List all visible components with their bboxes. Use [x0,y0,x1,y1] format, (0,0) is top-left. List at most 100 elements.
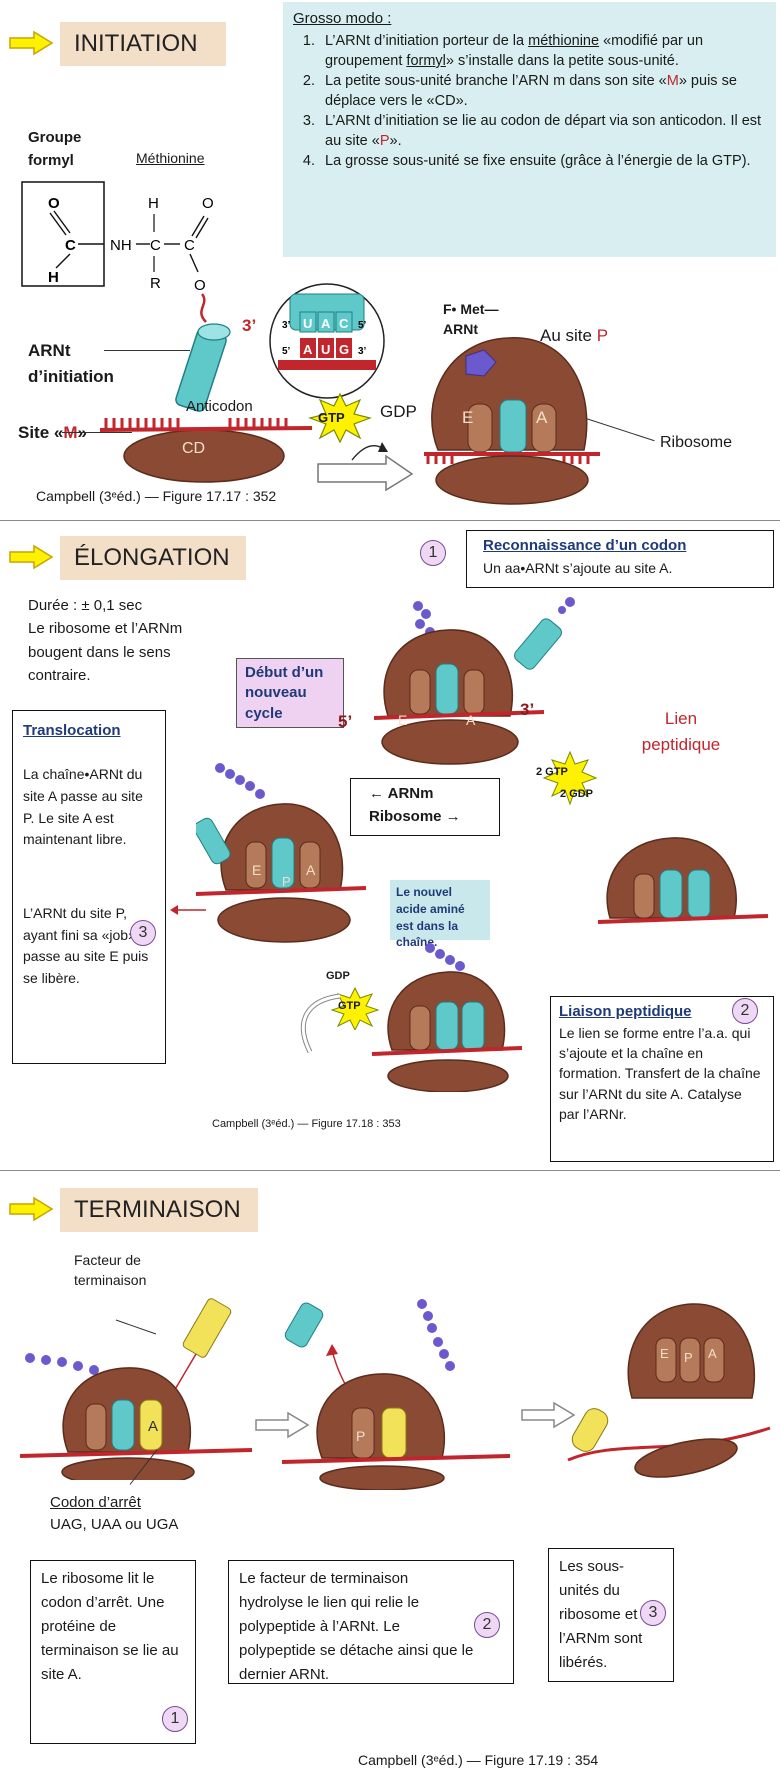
svg-text:A: A [321,316,331,331]
chem-c: C [65,237,76,254]
top-site-e: E [398,712,408,728]
chem-c2: C [150,237,161,254]
chem-o1: O [48,195,60,212]
trna-initiation-icon [175,323,231,412]
liaison-box: Liaison peptidique Le lien se forme entr… [550,996,774,1162]
chem-o2: O [202,195,214,212]
step-3: L’ARNt d’initiation se lie au codon de d… [319,111,766,151]
term-site-a: A [148,1418,159,1435]
svg-text:G: G [339,342,349,357]
svg-text:U: U [321,342,330,357]
svg-text:U: U [303,316,312,331]
svg-text:A: A [303,342,313,357]
gtp-burst-icon-2 [330,986,380,1030]
recon-title: Reconnaissance d’un codon [483,537,687,554]
nouvel-acide-box: Le nouvel acide aminé est dans la chaîne… [390,880,490,949]
term-step-3-badge: 3 [640,1600,666,1626]
left-site-e: E [252,862,262,878]
svg-text:3’: 3’ [282,320,291,331]
gdp-label-2: GDP [326,970,350,982]
site-m-pointer-line [62,432,132,433]
chem-o3: O [194,277,206,294]
gtp-label-2: GTP [338,1000,361,1012]
two-gtp-label: 2 GTP [536,766,568,778]
term-box-2: Le facteur de terminaison hydrolyse le l… [228,1560,514,1684]
gtp-burst-icon [308,392,372,444]
gdp-label: GDP [380,402,417,421]
term-box-3: Les sous-unités du ribosome et l’ARNm so… [548,1548,674,1682]
cycle-arrow-left [170,905,206,915]
term2-site-p: P [356,1428,366,1444]
svg-text:5’: 5’ [282,346,291,357]
reconnaissance-box: Reconnaissance d’un codon Un aa•ARNt s’a… [466,530,774,588]
term-step-1-badge: 1 [162,1706,188,1732]
step-2-badge: 2 [732,998,758,1024]
facteur-label: Facteur de terminaison [74,1252,147,1289]
section-arrow-icon-3 [9,1196,54,1222]
term-arrow-1-icon [255,1411,310,1439]
separator-1 [0,520,780,521]
svg-text:C: C [339,316,349,331]
separator-2 [0,1170,780,1171]
liaison-title: Liaison peptidique [559,1003,692,1020]
small-subunit-icon [99,418,313,483]
section-arrow-icon [9,30,54,56]
term-box-1-text: Le ribosome lit le codon d’arrêt. Une pr… [41,1570,179,1683]
term3-site-p: P [684,1350,693,1365]
term-arrow-2-icon [521,1401,576,1429]
section-arrow-icon-2 [9,544,54,570]
grosso-modo-box: Grosso modo : L’ARNt d’initiation porteu… [283,2,776,257]
ribosome-direction: Ribosome → [369,807,461,825]
debut-cycle-box: Début d’un nouveau cycle [236,658,344,728]
translocation-box: Translocation La chaîne•ARNt du site A p… [12,710,166,1064]
svg-text:5’: 5’ [358,320,367,331]
ribosome-bottom-icon [372,943,522,1092]
term3-site-e: E [660,1346,669,1361]
anticodon-label: Anticodon [186,398,253,415]
ribosome-left-icon [196,763,366,943]
site-a-label: A [536,408,548,427]
step-1-badge: 1 [420,540,446,566]
five-prime-label: 5’ [338,712,353,731]
three-prime-label-2: 3’ [520,700,535,719]
campbell-1717: Campbell (3ᵉéd.) — Figure 17.17 : 352 [36,488,277,504]
two-gdp-label: 2 GDP [560,788,594,800]
term-step-2-badge: 2 [474,1612,500,1638]
gtp-label: GTP [318,410,345,425]
step-4: La grosse sous-unité se fixe ensuite (gr… [319,151,766,171]
chem-h: H [48,269,59,286]
codons-label: UAG, UAA ou UGA [50,1516,179,1533]
chemical-structure: O C H NH H C R C O O [21,181,214,323]
termination-step2-icon [282,1299,511,1490]
two-gtp-burst-icon [542,750,598,806]
lien-peptidique-label: Lien peptidique [641,709,721,754]
left-site-p: P [282,874,291,889]
transloc-p2: L’ARNt du site P, ayant fini sa «job», p… [23,905,149,987]
campbell-1719: Campbell (3ᵉéd.) — Figure 17.19 : 354 [358,1752,599,1768]
arnt-initiation-label: ARNt d’initiation [28,341,114,386]
site-e-label: E [462,408,474,427]
codon-arret-label: Codon d’arrêt [50,1494,141,1511]
ribosome-initiation-icon [424,337,600,505]
incoming-trna-icon [514,597,575,670]
term3-site-a: A [708,1346,717,1361]
top-site-a: A [466,712,476,728]
cycle-arrow-bottom-left [300,993,341,1054]
chem-h2: H [148,195,159,212]
arnt-pointer-line [104,350,190,351]
chem-nh: NH [110,237,132,254]
initiation-step-arrow-icon [317,442,414,492]
three-prime-label: 3’ [242,316,257,335]
transloc-p1: La chaîne•ARNt du site A passe au site P… [23,766,143,848]
ribosome-label: Ribosome [660,434,733,451]
ribosome-top-icon [374,601,544,765]
svg-text:3’: 3’ [358,346,367,357]
chem-r: R [150,275,161,292]
au-site-p-label: Au site P [540,326,609,345]
duree-text: Durée : ± 0,1 sec Le ribosome et l’ARNm … [28,597,183,684]
groupe-formyl-label: Groupe formyl [28,129,82,169]
arnm-direction: ← ARNm [369,785,434,802]
step-2: La petite sous-unité branche l’ARN m dan… [319,71,766,111]
step-1: L’ARNt d’initiation porteur de la méthio… [319,31,766,71]
cd-label: CD [182,440,206,457]
